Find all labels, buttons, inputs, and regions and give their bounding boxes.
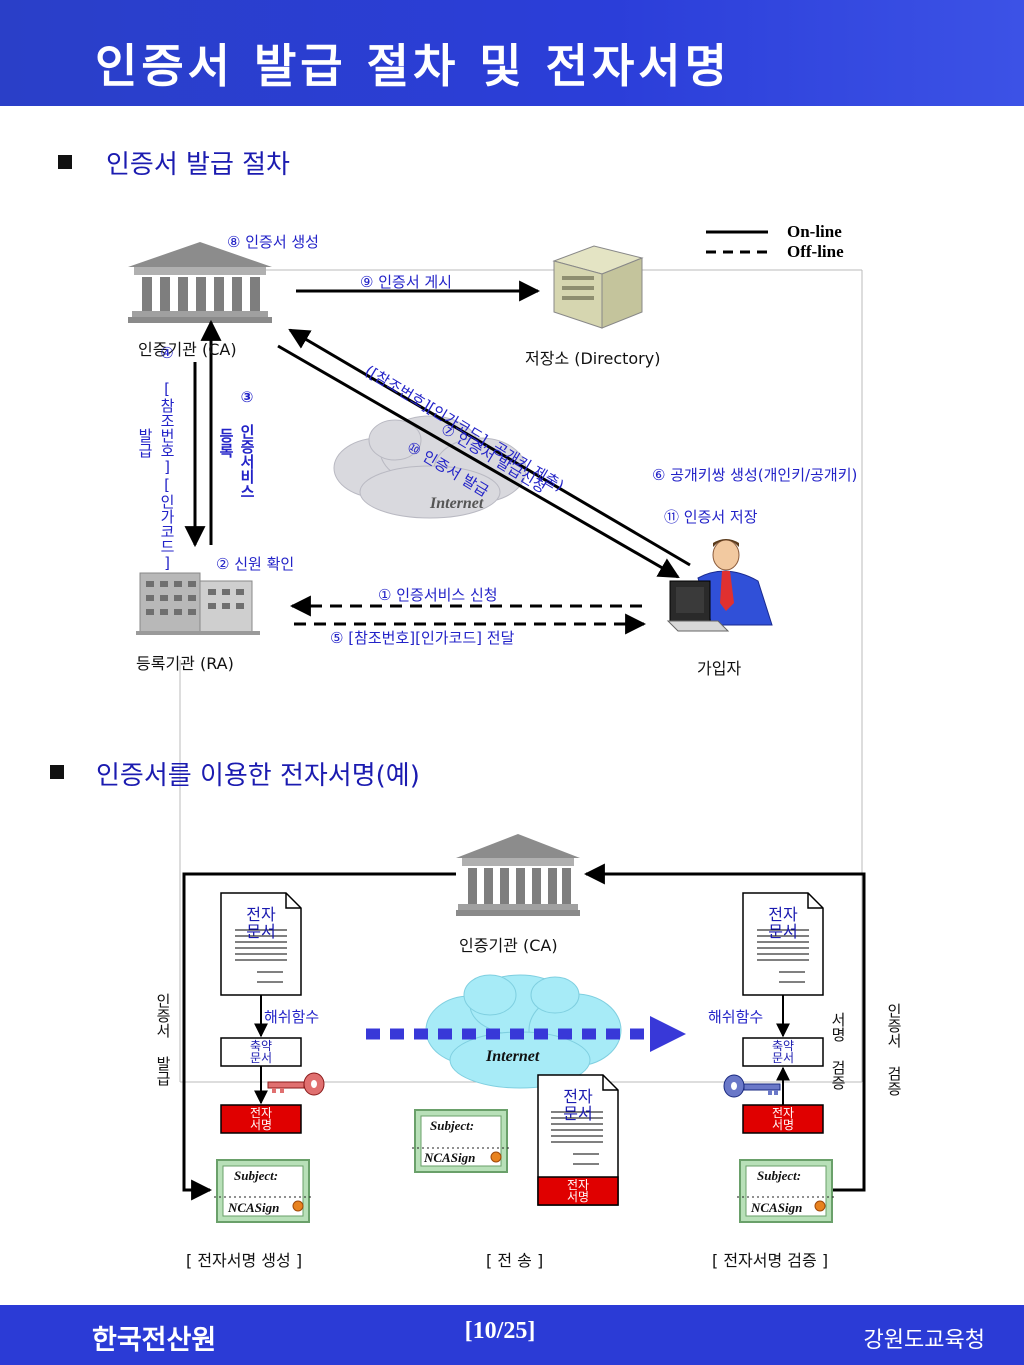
private-key-icon — [267, 1072, 325, 1096]
step3-label: ③ 인증서비스 — [238, 388, 256, 499]
step4-label-b: 발급 — [136, 428, 154, 458]
section2-title: 인증서를 이용한 전자서명(예) — [96, 761, 420, 791]
left-document-icon — [220, 892, 302, 996]
step2-label: ② 신원 확인 — [216, 555, 295, 573]
left-doc-title: 전자 문서 — [246, 905, 276, 941]
step6-label: ⑥ 공개키쌍 생성(개인키/공개키) — [652, 466, 858, 484]
step11-label: ⑪ 인증서 저장 — [664, 508, 758, 526]
middle-certificate-icon — [412, 1109, 510, 1173]
internet-cloud-icon — [333, 415, 527, 519]
signature-verify-label: 서명 검증 — [829, 1012, 847, 1090]
left-hash-label: 해쉬함수 — [264, 1008, 320, 1026]
transfer-arrowhead — [650, 1016, 686, 1052]
right-document-icon — [742, 892, 824, 996]
public-key-icon — [723, 1074, 781, 1098]
step5-label: ⑤ [참조번호][인가코드] 전달 — [330, 629, 515, 647]
left-certificate-icon — [214, 1159, 312, 1223]
caption-middle: [ 전 송 ] — [486, 1251, 544, 1270]
middle-signature-label: 전자 서명 — [566, 1178, 590, 1204]
directory-label: 저장소 (Directory) — [525, 349, 661, 368]
right-cert-sig: NCASign — [751, 1200, 803, 1215]
arrow-step7 — [288, 328, 691, 567]
legend-offline-label: Off-line — [787, 242, 844, 261]
step8-label: ⑧ 인증서 생성 — [227, 233, 319, 251]
section-bullet-2 — [50, 765, 64, 779]
left-signature-label: 전자 서명 — [249, 1106, 273, 1132]
right-signature-label: 전자 서명 — [771, 1106, 795, 1132]
cert-issue-label: 인증서 발급 — [154, 993, 172, 1086]
left-digest-label: 축약 문서 — [249, 1039, 273, 1065]
header-bar — [0, 0, 1024, 106]
right-cert-subject: Subject: — [757, 1168, 802, 1183]
caption-left: [ 전자서명 생성 ] — [186, 1251, 303, 1270]
right-hash-label: 해쉬함수 — [708, 1008, 764, 1026]
left-cert-subject: Subject: — [234, 1168, 279, 1183]
step9-label: ⑨ 인증서 게시 — [360, 273, 452, 291]
footer-logo-text: 한국전산원 — [92, 1325, 217, 1356]
page-title: 인증서 발급 절차 및 전자서명 — [95, 39, 731, 93]
ca-building-icon — [128, 242, 272, 323]
right-signature-box — [742, 1104, 824, 1134]
arrow-cert-issue — [182, 872, 456, 1201]
middle-cert-subject: Subject: — [430, 1118, 475, 1133]
internet-label: Internet — [430, 495, 484, 512]
subscriber-label: 가입자 — [697, 659, 742, 678]
middle-document-icon — [537, 1074, 619, 1206]
section-bullet — [58, 155, 72, 169]
arrow-cert-verify — [583, 863, 866, 1192]
left-cert-sig: NCASign — [228, 1200, 280, 1215]
middle-doc-title: 전자 문서 — [563, 1087, 593, 1123]
arrow-step10 — [277, 344, 680, 579]
footer-bar — [0, 1305, 1024, 1365]
ca-building-icon-2 — [456, 834, 580, 916]
subscriber-person-icon — [666, 539, 773, 632]
left-signature-box — [220, 1104, 302, 1134]
footer-org: 강원도교육청 — [863, 1328, 985, 1353]
right-certificate-icon — [737, 1159, 835, 1223]
left-digest-box — [220, 1037, 302, 1067]
ca-label: 인증기관 (CA) — [138, 340, 237, 359]
step3-label-b: 등록 — [217, 428, 235, 458]
ra-label: 등록기관 (RA) — [136, 654, 234, 673]
middle-cert-sig: NCASign — [424, 1150, 476, 1165]
cert-verify-label: 인증서 검증 — [885, 1003, 903, 1096]
right-digest-box — [742, 1037, 824, 1067]
step1-label: ① 인증서비스 신청 — [378, 586, 498, 604]
directory-server-icon — [552, 245, 644, 329]
right-doc-title: 전자 문서 — [768, 905, 798, 941]
caption-right: [ 전자서명 검증 ] — [712, 1251, 829, 1270]
step4-label: ④ [참조번호][인가코드] — [158, 344, 176, 572]
section1-title: 인증서 발급 절차 — [106, 150, 290, 180]
right-digest-label: 축약 문서 — [771, 1039, 795, 1065]
ra-building-icon — [136, 572, 260, 635]
ca-label-2: 인증기관 (CA) — [459, 936, 558, 955]
page-number: [10/25] — [464, 1318, 536, 1344]
legend-online-label: On-line — [787, 222, 842, 241]
internet-label-2: Internet — [486, 1048, 540, 1065]
